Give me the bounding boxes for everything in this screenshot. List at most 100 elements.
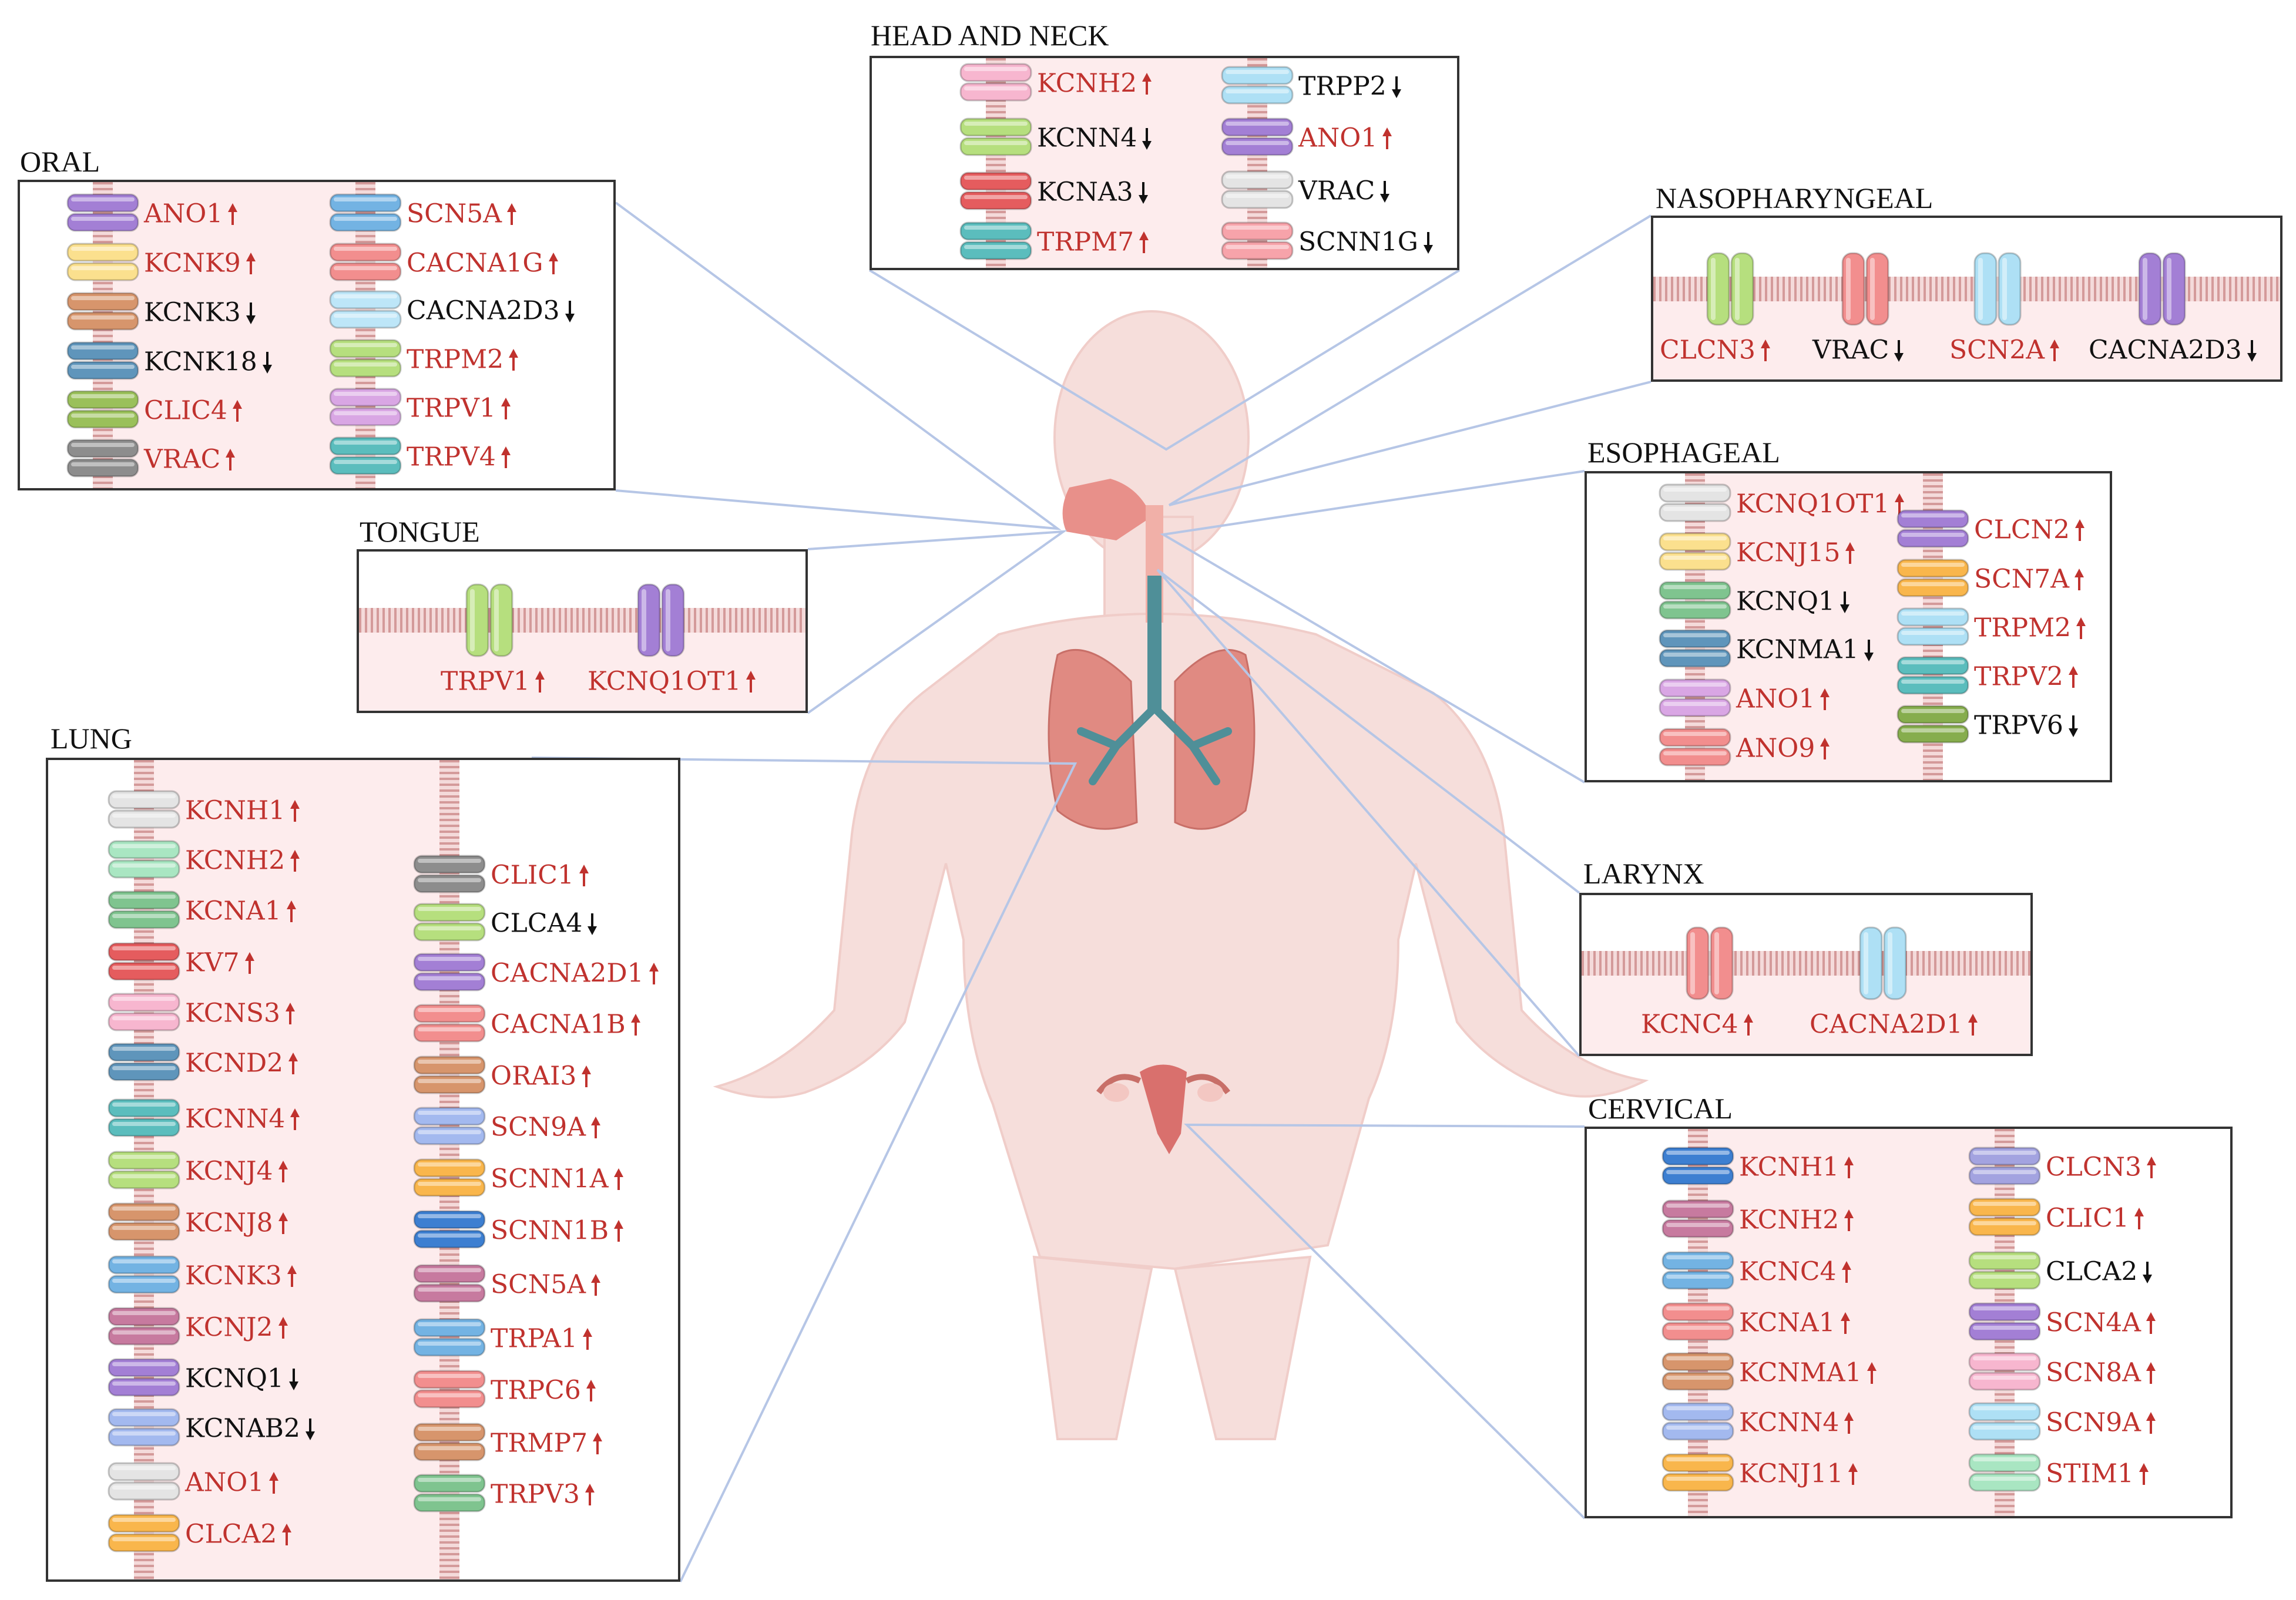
arrow-up-icon — [2075, 519, 2085, 542]
arrow-up-icon — [1142, 72, 1152, 96]
ion-channel-icon — [413, 1210, 486, 1249]
ion-channel-icon — [1968, 1147, 2041, 1185]
channel-name: ANO1 — [144, 199, 223, 229]
channel-label: ORAI3 — [491, 1062, 592, 1090]
channel-label: SCN8A — [2046, 1359, 2156, 1386]
arrow-down-icon — [1138, 181, 1149, 204]
channel-label: CLIC1 — [2046, 1204, 2144, 1232]
channel-label: TRPV1 — [407, 394, 511, 422]
ion-channel-icon — [1896, 509, 1969, 548]
ion-channel-icon — [66, 292, 139, 331]
arrow-up-icon — [2076, 617, 2086, 640]
channel-label: ANO1 — [144, 200, 238, 227]
ion-channel-icon — [1221, 66, 1294, 105]
channel-label: KCNH1 — [1739, 1153, 1854, 1181]
channel-label: SCN5A — [491, 1270, 601, 1298]
arrow-up-icon — [506, 203, 517, 226]
arrow-up-icon — [590, 1116, 601, 1140]
ion-channel-icon — [413, 1158, 486, 1197]
panel-cervical — [1585, 1127, 2233, 1518]
channel-label: CLIC1 — [491, 861, 589, 889]
channel-label: TRPV1 — [441, 667, 545, 695]
channel-label: TRPV6 — [1974, 711, 2079, 739]
channel-name: SCNN1B — [491, 1215, 609, 1246]
channel-name: TRPV1 — [441, 666, 530, 697]
channel-label: ANO1 — [185, 1468, 279, 1496]
arrow-up-icon — [227, 203, 238, 226]
arrow-down-icon — [1864, 638, 1874, 662]
channel-label: ANO1 — [1298, 124, 1392, 152]
ion-channel-icon — [108, 1255, 180, 1294]
ion-channel-icon — [1659, 728, 1731, 767]
channel-name: TRPM7 — [1037, 227, 1134, 257]
channel-label: ANO1 — [1736, 685, 1830, 712]
channel-label: KCNH2 — [185, 846, 300, 874]
channel-label: TRPV4 — [407, 443, 511, 470]
channel-label: TRPC6 — [491, 1376, 596, 1404]
arrow-up-icon — [1743, 1013, 1754, 1037]
channel-name: KCNQ1OT1 — [588, 666, 741, 697]
channel-label: SCN7A — [1974, 565, 2084, 593]
channel-label: SCNN1A — [491, 1165, 624, 1192]
cytoplasm-region — [1001, 58, 1260, 268]
ion-channel-icon — [1968, 1251, 2041, 1290]
channel-label: TRPP2 — [1298, 72, 1402, 100]
channel-label: KCNN4 — [1037, 124, 1152, 152]
arrow-up-icon — [590, 1273, 601, 1297]
ion-channel-icon — [465, 583, 513, 657]
connector-cervical — [1184, 1123, 1586, 1520]
channel-label: KCNA1 — [1739, 1309, 1851, 1336]
channel-label: TRPM2 — [407, 345, 519, 373]
ion-channel-icon — [1661, 1147, 1734, 1185]
body-silhouette — [713, 310, 1649, 1440]
ion-channel-icon — [413, 1474, 486, 1512]
channel-name: VRAC — [1298, 176, 1375, 206]
channel-label: KCNC4 — [1641, 1010, 1754, 1038]
ion-channel-icon — [329, 243, 402, 281]
panel-title-cervical: CERVICAL — [1588, 1092, 1733, 1125]
arrow-up-icon — [278, 1212, 288, 1235]
channel-name: KV7 — [185, 947, 240, 978]
ion-channel-icon — [1896, 705, 1969, 744]
arrow-down-icon — [262, 351, 273, 374]
ion-channel-icon — [1659, 483, 1731, 522]
channel-label: KCNMA1 — [1739, 1359, 1877, 1386]
panel-larynx — [1579, 893, 2033, 1056]
channel-label: KCNS3 — [185, 999, 296, 1027]
panel-title-esophageal: ESOPHAGEAL — [1587, 436, 1780, 469]
channel-name: CLIC4 — [144, 395, 227, 426]
channel-label: CACNA2D1 — [1810, 1010, 1978, 1038]
arrow-up-icon — [581, 1065, 592, 1088]
connector-lines — [531, 201, 1652, 1582]
arrow-up-icon — [1848, 1463, 1858, 1486]
ion-channel-icon — [1968, 1198, 2041, 1236]
channel-label: CACNA2D3 — [2089, 336, 2257, 364]
ion-channel-icon — [66, 193, 139, 232]
channel-name: KCND2 — [185, 1048, 284, 1078]
channel-name: CLIC1 — [2046, 1203, 2129, 1233]
cytoplasm-region — [359, 620, 805, 711]
ion-channel-icon — [1661, 1453, 1734, 1492]
channel-name: CACNA2D3 — [407, 295, 560, 326]
ion-channel-icon — [413, 1370, 486, 1409]
channel-label: TRPM2 — [1974, 614, 2086, 641]
arrow-up-icon — [288, 1052, 298, 1075]
channel-label: KCNK3 — [185, 1262, 297, 1289]
arrow-up-icon — [290, 799, 300, 823]
arrow-up-icon — [613, 1219, 624, 1243]
channel-name: KCNN4 — [185, 1104, 286, 1134]
arrow-up-icon — [585, 1483, 595, 1507]
ion-channel-icon — [1896, 656, 1969, 695]
arrow-up-icon — [1894, 493, 1905, 516]
arrow-up-icon — [2146, 1362, 2156, 1385]
ion-channel-icon — [413, 1056, 486, 1094]
ion-channel-icon — [108, 890, 180, 929]
ion-channel-icon — [108, 1098, 180, 1137]
channel-name: SCN2A — [1949, 335, 2045, 365]
channel-name: CLIC1 — [491, 860, 574, 890]
ion-channel-icon — [1968, 1352, 2041, 1391]
ion-channel-icon — [329, 290, 402, 329]
arrow-up-icon — [1139, 231, 1149, 254]
arrow-up-icon — [586, 1379, 596, 1403]
channel-name: KCNQ1 — [1736, 586, 1835, 617]
